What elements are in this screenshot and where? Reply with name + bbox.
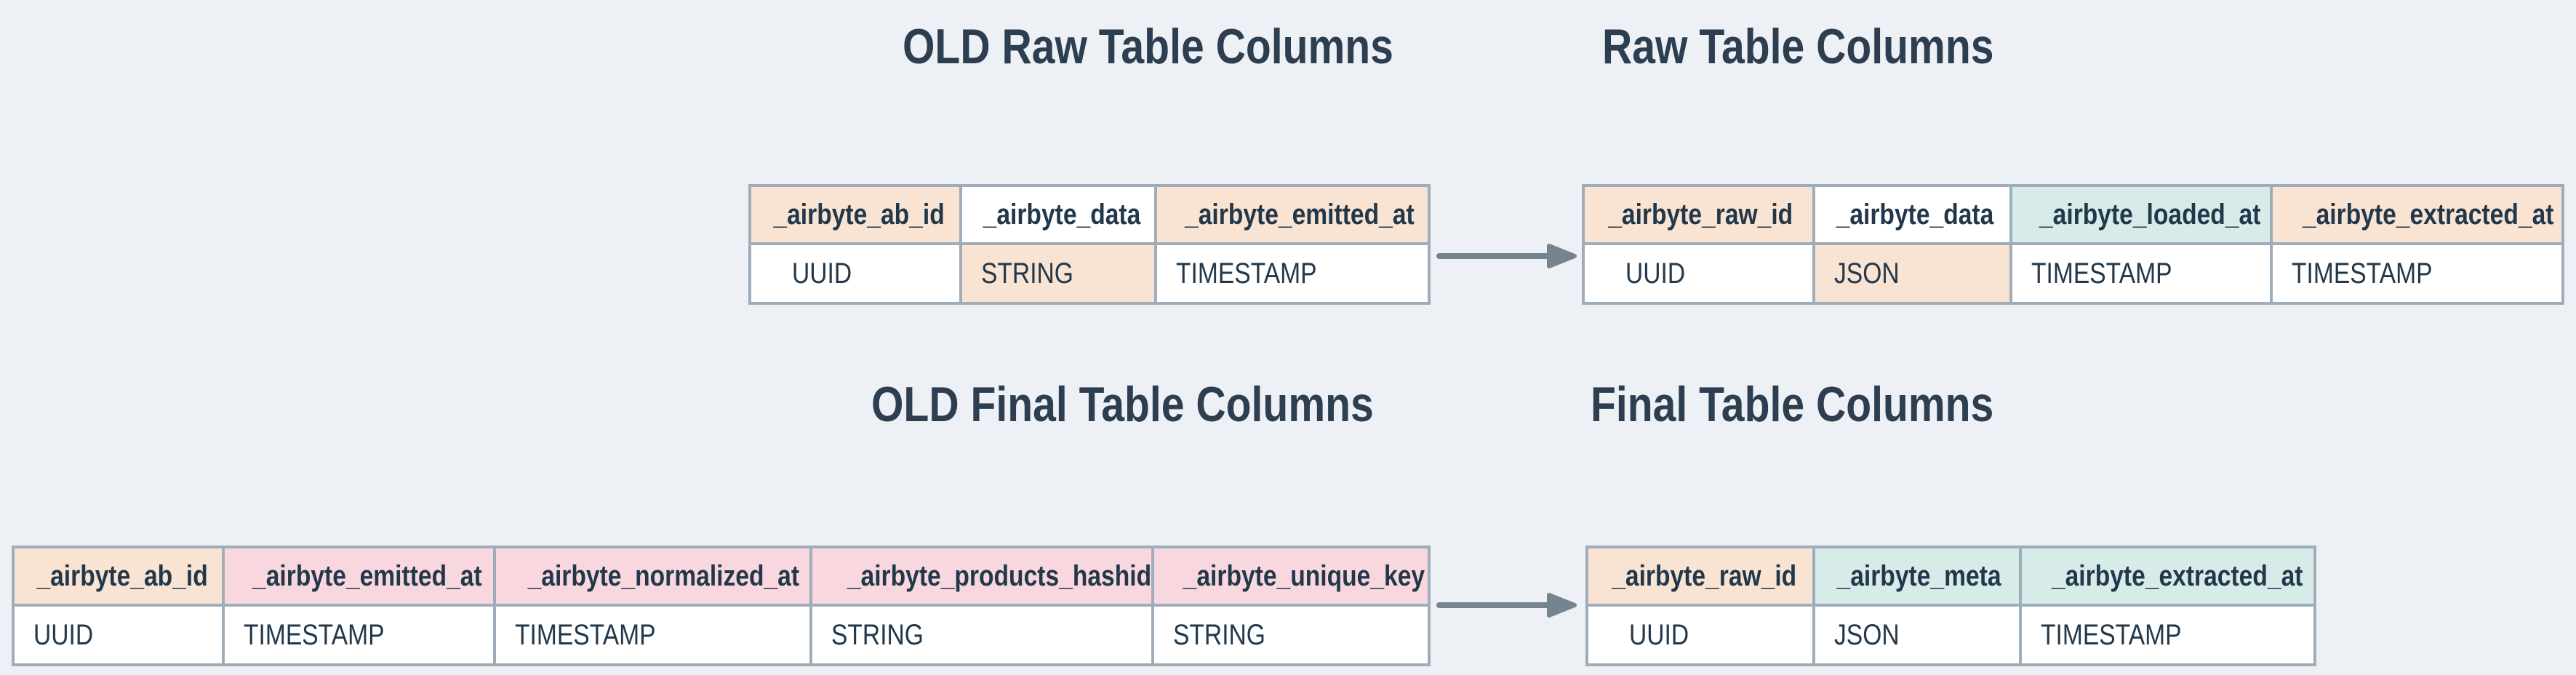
type-row: UUID TIMESTAMP TIMESTAMP STRING STRING <box>12 604 1431 666</box>
column-header-label: _airbyte_ab_id <box>36 559 208 592</box>
column-header: _airbyte_unique_key <box>1151 546 1431 607</box>
column-header-label: _airbyte_normalized_at <box>527 559 800 592</box>
old-final-title-label: OLD Final Table Columns <box>871 377 1374 432</box>
header-row: _airbyte_raw_id _airbyte_meta _airbyte_e… <box>1585 546 2316 607</box>
column-header: _airbyte_extracted_at <box>2270 184 2564 245</box>
column-header: _airbyte_data <box>959 184 1157 245</box>
column-header-label: _airbyte_extracted_at <box>2051 559 2303 592</box>
column-type: STRING <box>809 604 1154 666</box>
arrow-right-icon <box>1436 244 1577 268</box>
final-table: _airbyte_raw_id _airbyte_meta _airbyte_e… <box>1585 546 2316 666</box>
column-header-label: _airbyte_loaded_at <box>2039 198 2261 231</box>
column-type-label: STRING <box>831 618 924 651</box>
raw-title-label: Raw Table Columns <box>1602 19 1994 74</box>
column-type-label: TIMESTAMP <box>515 618 656 651</box>
column-type: TIMESTAMP <box>2009 242 2273 305</box>
column-header: _airbyte_data <box>1812 184 2012 245</box>
column-type-label: TIMESTAMP <box>2041 618 2182 651</box>
column-type-label: JSON <box>1834 257 1900 289</box>
column-type-label: TIMESTAMP <box>244 618 385 651</box>
column-type-label: UUID <box>33 618 94 651</box>
column-type-label: UUID <box>1625 257 1686 289</box>
old-raw-title-label: OLD Raw Table Columns <box>903 19 1393 74</box>
column-type: TIMESTAMP <box>1154 242 1431 305</box>
final-title-label: Final Table Columns <box>1591 377 1994 432</box>
column-type: TIMESTAMP <box>493 604 812 666</box>
column-header: _airbyte_loaded_at <box>2009 184 2273 245</box>
column-header-label: _airbyte_data <box>1836 198 1994 231</box>
column-header-label: _airbyte_emitted_at <box>252 559 482 592</box>
column-header: _airbyte_raw_id <box>1585 546 1815 607</box>
column-header-label: _airbyte_raw_id <box>1612 559 1797 592</box>
column-type-label: UUID <box>792 257 852 289</box>
column-header: _airbyte_ab_id <box>12 546 225 607</box>
header-row: _airbyte_ab_id _airbyte_emitted_at _airb… <box>12 546 1431 607</box>
column-type: JSON <box>1812 604 2022 666</box>
column-type-label: UUID <box>1629 618 1689 651</box>
type-row: UUID JSON TIMESTAMP <box>1585 604 2316 666</box>
column-type: STRING <box>1151 604 1431 666</box>
header-row: _airbyte_raw_id _airbyte_data _airbyte_l… <box>1582 184 2564 245</box>
column-header-label: _airbyte_unique_key <box>1183 559 1425 592</box>
column-type-label: TIMESTAMP <box>2292 257 2433 289</box>
column-type: UUID <box>1585 604 1815 666</box>
column-type-label: JSON <box>1834 618 1900 651</box>
old-raw-title: OLD Raw Table Columns <box>903 20 1487 73</box>
column-header: _airbyte_emitted_at <box>1154 184 1431 245</box>
column-type-label: TIMESTAMP <box>1176 257 1317 289</box>
final-title: Final Table Columns <box>1591 378 2071 431</box>
column-type-label: STRING <box>1173 618 1265 651</box>
column-header-label: _airbyte_data <box>983 198 1141 231</box>
old-final-title: OLD Final Table Columns <box>871 378 1469 431</box>
column-type: TIMESTAMP <box>2270 242 2564 305</box>
column-header: _airbyte_products_hashid <box>809 546 1154 607</box>
column-header-label: _airbyte_extracted_at <box>2302 198 2554 231</box>
header-row: _airbyte_ab_id _airbyte_data _airbyte_em… <box>748 184 1431 245</box>
column-header-label: _airbyte_products_hashid <box>847 559 1152 592</box>
type-row: UUID JSON TIMESTAMP TIMESTAMP <box>1582 242 2564 305</box>
column-type: UUID <box>1582 242 1815 305</box>
column-header-label: _airbyte_emitted_at <box>1185 198 1415 231</box>
column-type: TIMESTAMP <box>222 604 496 666</box>
column-type: STRING <box>959 242 1157 305</box>
column-type: UUID <box>748 242 962 305</box>
column-type-label: TIMESTAMP <box>2031 257 2172 289</box>
raw-title: Raw Table Columns <box>1602 20 2068 73</box>
arrow-right-icon <box>1436 593 1577 618</box>
column-type: TIMESTAMP <box>2019 604 2316 666</box>
column-header: _airbyte_extracted_at <box>2019 546 2316 607</box>
column-header: _airbyte_emitted_at <box>222 546 496 607</box>
column-header: _airbyte_normalized_at <box>493 546 812 607</box>
column-header: _airbyte_raw_id <box>1582 184 1815 245</box>
type-row: UUID STRING TIMESTAMP <box>748 242 1431 305</box>
column-type-label: STRING <box>981 257 1073 289</box>
old-final-table: _airbyte_ab_id _airbyte_emitted_at _airb… <box>12 546 1431 666</box>
column-header-label: _airbyte_meta <box>1836 559 2001 592</box>
column-header-label: _airbyte_raw_id <box>1608 198 1793 231</box>
raw-table: _airbyte_raw_id _airbyte_data _airbyte_l… <box>1582 184 2564 305</box>
column-type: JSON <box>1812 242 2012 305</box>
old-raw-table: _airbyte_ab_id _airbyte_data _airbyte_em… <box>748 184 1431 305</box>
column-header-label: _airbyte_ab_id <box>773 198 945 231</box>
column-header: _airbyte_meta <box>1812 546 2022 607</box>
column-type: UUID <box>12 604 225 666</box>
column-header: _airbyte_ab_id <box>748 184 962 245</box>
